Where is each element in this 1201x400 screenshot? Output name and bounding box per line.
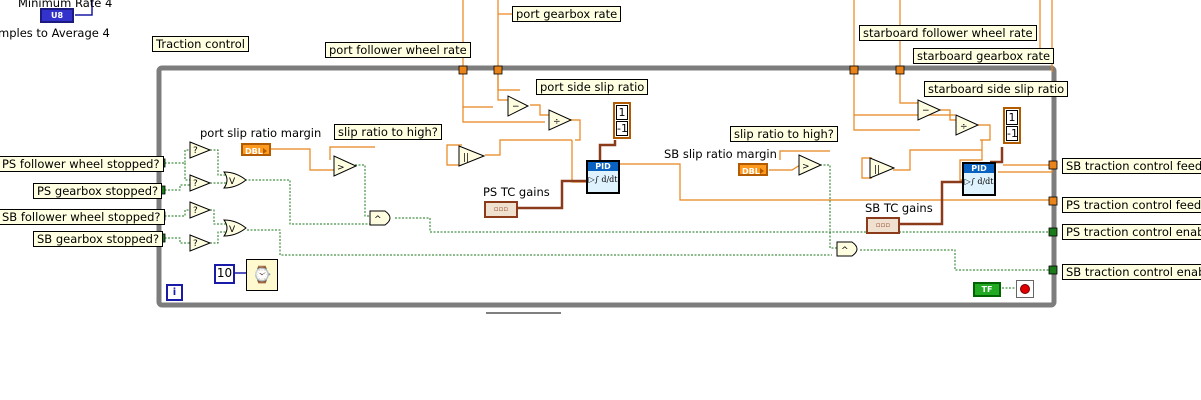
pid-icon: ▷∫ d/dt bbox=[588, 175, 618, 184]
sb-traction-control-enable-label: SB traction control enable bbox=[1062, 264, 1201, 280]
divide-icon bbox=[548, 109, 573, 131]
pid-title: PID bbox=[588, 162, 618, 171]
tf-constant[interactable]: TF bbox=[973, 282, 1001, 297]
dbl-text: DBL bbox=[742, 167, 760, 176]
pid-title-sb: PID bbox=[964, 164, 994, 173]
dbl-text: DBL bbox=[245, 147, 263, 156]
stop-button-icon[interactable] bbox=[1016, 280, 1034, 298]
minimum-rate-label: Minimum Rate 4 bbox=[18, 0, 113, 10]
svg-text:^: ^ bbox=[374, 215, 382, 225]
port-slip-ratio-margin-control[interactable]: DBL bbox=[241, 143, 271, 156]
array-bottom-value-sb: -1 bbox=[1006, 126, 1018, 141]
port-slip-ratio-margin-label: port slip ratio margin bbox=[200, 126, 322, 140]
array-constant-sb[interactable]: 1 -1 bbox=[1003, 107, 1021, 144]
svg-text:−: − bbox=[922, 106, 930, 116]
abs-icon-sb bbox=[869, 157, 896, 179]
svg-text:−: − bbox=[512, 102, 520, 112]
svg-text:V: V bbox=[229, 177, 236, 187]
array-constant-port[interactable]: 1 -1 bbox=[613, 102, 631, 139]
svg-text:^: ^ bbox=[841, 246, 849, 256]
starboard-gearbox-rate-label: starboard gearbox rate bbox=[913, 48, 1055, 64]
array-top-value-sb: 1 bbox=[1006, 110, 1018, 125]
sb-follower-wheel-stopped-label: SB follower wheel stopped? bbox=[0, 209, 165, 225]
ps-tc-gains-control[interactable]: ▫▫▫ bbox=[484, 201, 518, 218]
sb-tc-gains-control[interactable]: ▫▫▫ bbox=[866, 217, 900, 234]
samples-to-average-label: mples to Average 4 bbox=[0, 26, 110, 40]
greater-than-icon bbox=[333, 155, 358, 177]
slip-ratio-to-high-port-label: slip ratio to high? bbox=[334, 124, 442, 140]
iteration-terminal: i bbox=[166, 284, 183, 301]
subtract-icon bbox=[507, 95, 530, 117]
svg-text:?: ? bbox=[193, 206, 198, 216]
ps-gearbox-stopped-label: PS gearbox stopped? bbox=[33, 183, 163, 199]
svg-text:?: ? bbox=[193, 146, 198, 156]
port-follower-wheel-rate-label: port follower wheel rate bbox=[325, 42, 471, 58]
ps-tc-gains-label: PS TC gains bbox=[483, 185, 550, 199]
port-side-slip-ratio-label: port side slip ratio bbox=[536, 79, 649, 95]
or-icon bbox=[223, 171, 247, 189]
ps-traction-control-enable-label: PS traction control enable bbox=[1062, 224, 1201, 240]
svg-text:||: || bbox=[463, 153, 469, 163]
starboard-follower-wheel-rate-label: starboard follower wheel rate bbox=[859, 25, 1037, 41]
abs-icon bbox=[458, 145, 486, 167]
array-top-value: 1 bbox=[616, 105, 628, 120]
subtract-icon-sb bbox=[917, 99, 942, 121]
divide-icon-sb bbox=[955, 114, 980, 136]
stop-indicator bbox=[1020, 284, 1030, 294]
slip-ratio-to-high-sb-label: slip ratio to high? bbox=[730, 126, 838, 142]
u8-constant[interactable]: U8 bbox=[40, 8, 74, 23]
port-gearbox-rate-label: port gearbox rate bbox=[512, 6, 622, 22]
array-bottom-value: -1 bbox=[616, 121, 628, 136]
pid-block-port[interactable]: PID ▷∫ d/dt bbox=[586, 160, 620, 194]
stopwatch-icon[interactable]: ⌚ bbox=[246, 259, 278, 291]
sb-traction-control-feed-label: SB traction control feed bbox=[1062, 158, 1201, 174]
and-icon bbox=[369, 210, 391, 226]
greater-than-icon-sb bbox=[798, 154, 823, 176]
svg-text:÷: ÷ bbox=[553, 117, 561, 127]
svg-text:>: > bbox=[337, 163, 345, 173]
sb-slip-ratio-margin-label: SB slip ratio margin bbox=[664, 147, 777, 161]
sb-tc-gains-label: SB TC gains bbox=[865, 201, 933, 215]
ps-traction-control-feed-label: PS traction control feed bbox=[1062, 197, 1201, 213]
svg-text:÷: ÷ bbox=[960, 122, 968, 132]
pid-block-starboard[interactable]: PID ▷∫ d/dt bbox=[962, 162, 996, 196]
svg-text:V: V bbox=[229, 225, 236, 235]
ps-follower-wheel-stopped-label: PS follower wheel stopped? bbox=[0, 156, 164, 172]
svg-text:?: ? bbox=[193, 239, 198, 249]
svg-text:||: || bbox=[874, 165, 880, 175]
svg-text:>: > bbox=[802, 162, 810, 172]
or-icon-2 bbox=[223, 219, 247, 237]
sb-gearbox-stopped-label: SB gearbox stopped? bbox=[33, 231, 164, 247]
wait-ms-constant[interactable]: 10 bbox=[214, 264, 235, 284]
starboard-side-slip-ratio-label: starboard side slip ratio bbox=[924, 81, 1069, 97]
sb-slip-ratio-margin-control[interactable]: DBL bbox=[738, 163, 768, 176]
traction-control-label: Traction control bbox=[152, 36, 249, 52]
and-icon-sb bbox=[836, 241, 858, 257]
svg-text:?: ? bbox=[193, 179, 198, 189]
pid-icon-sb: ▷∫ d/dt bbox=[964, 177, 994, 186]
